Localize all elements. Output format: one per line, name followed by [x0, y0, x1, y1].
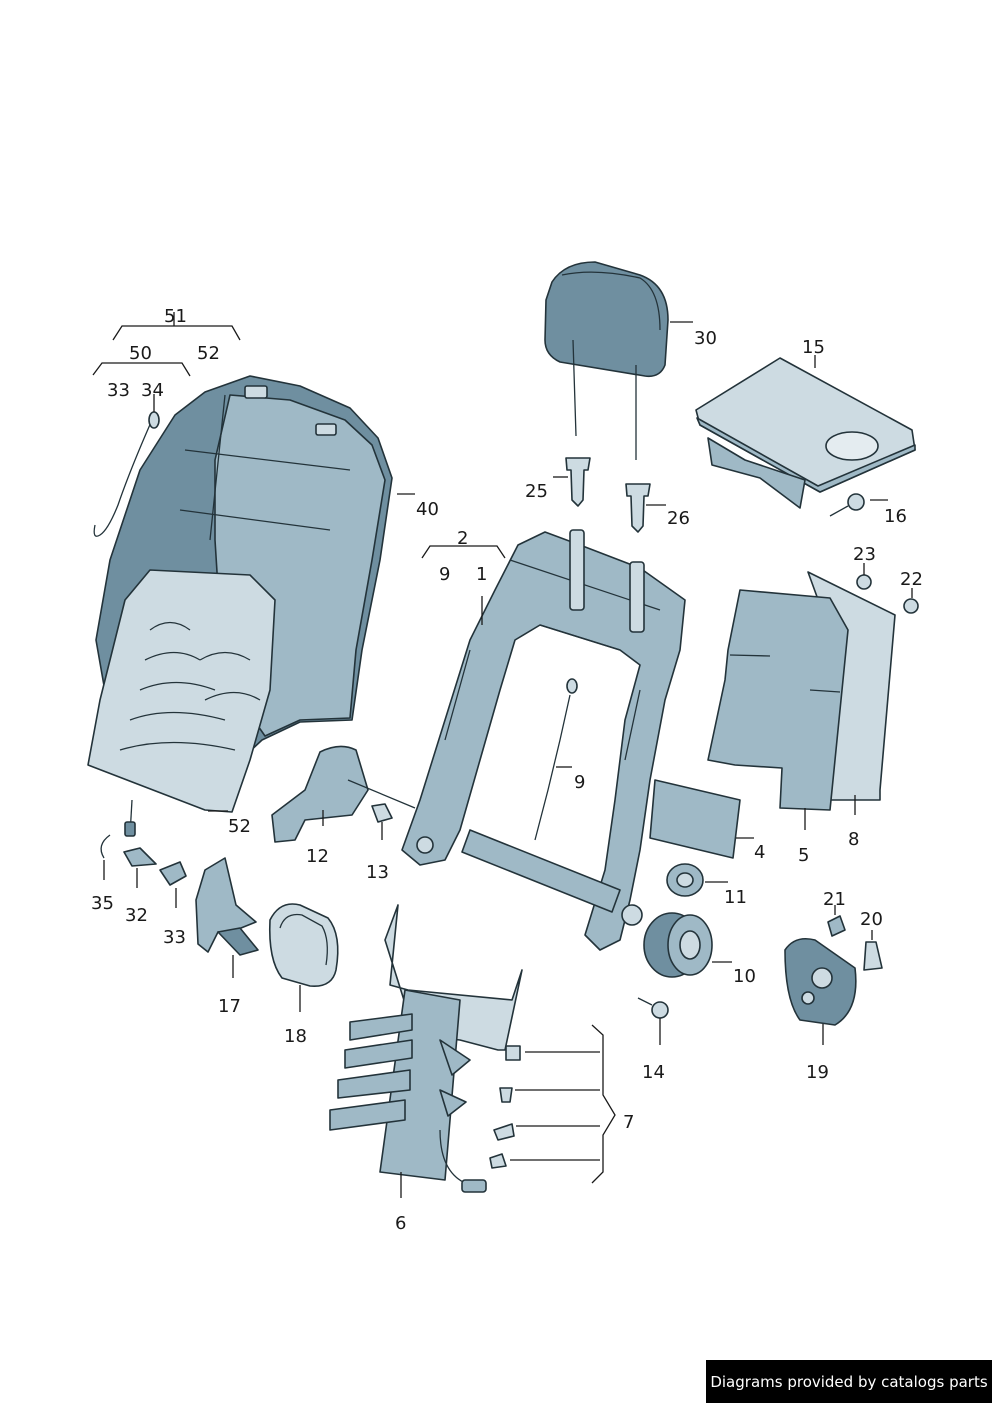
label-52-top: 52	[197, 343, 220, 364]
clip-part-33	[159, 861, 187, 886]
wire-part-34	[93, 411, 160, 537]
label-33-bottom: 33	[163, 927, 186, 948]
label-12: 12	[306, 846, 329, 867]
label-32: 32	[125, 905, 148, 926]
screw-part-16	[829, 493, 865, 517]
screw-part-13	[347, 779, 416, 823]
knob-part-10	[643, 912, 713, 978]
cable-part-9	[534, 678, 578, 841]
label-14: 14	[642, 1062, 665, 1083]
label-11: 11	[724, 887, 747, 908]
lumbar-mat-part-6	[329, 904, 523, 1193]
side-panel-part-15	[695, 357, 916, 509]
label-22: 22	[900, 569, 923, 590]
label-5: 5	[798, 845, 809, 866]
screw-part-14	[637, 997, 669, 1019]
label-9-top: 9	[439, 564, 450, 585]
label-33-top: 33	[107, 380, 130, 401]
label-52-bottom: 52	[228, 816, 251, 837]
headrest-part-30	[544, 261, 669, 460]
label-17: 17	[218, 996, 241, 1017]
label-40: 40	[416, 499, 439, 520]
label-35: 35	[91, 893, 114, 914]
label-13: 13	[366, 862, 389, 883]
rear-panel-part-5	[707, 589, 849, 811]
fasteners-part-7	[489, 1045, 521, 1169]
ring-part-18	[268, 903, 339, 987]
clip-part-21	[827, 915, 846, 937]
clip-part-23	[856, 574, 872, 590]
backrest-padding-part-52	[87, 569, 276, 837]
trim-part-12	[271, 745, 369, 843]
cover-part-19	[784, 937, 857, 1026]
label-23: 23	[853, 544, 876, 565]
label-2: 2	[457, 528, 468, 549]
label-20: 20	[860, 909, 883, 930]
label-21: 21	[823, 889, 846, 910]
label-6: 6	[395, 1213, 406, 1234]
label-1: 1	[476, 564, 487, 585]
label-15: 15	[802, 337, 825, 358]
clip-part-35	[100, 834, 111, 859]
credit-banner: Diagrams provided by catalogs parts	[706, 1360, 992, 1403]
label-18: 18	[284, 1026, 307, 1047]
label-7: 7	[623, 1112, 634, 1133]
knob-part-20	[863, 941, 883, 971]
label-19: 19	[806, 1062, 829, 1083]
foil-part-4	[649, 779, 741, 859]
clip-part-22	[903, 598, 919, 614]
label-30: 30	[694, 328, 717, 349]
label-25: 25	[525, 481, 548, 502]
bushing-part-11	[666, 863, 704, 897]
label-4: 4	[754, 842, 765, 863]
clip-part-32	[123, 847, 157, 867]
bracket-part-17	[195, 857, 259, 956]
headrest-guide-part-25	[565, 457, 591, 507]
callout-labels: 51 50 52 33 34 30 15 25 26 16 40 2 9 1 2…	[91, 306, 923, 1234]
backrest-frame-part-1	[401, 529, 686, 951]
label-10: 10	[733, 966, 756, 987]
label-51: 51	[164, 306, 187, 327]
leader-lines	[92, 312, 913, 1198]
headrest-guide-part-26	[625, 483, 651, 533]
label-50: 50	[129, 343, 152, 364]
label-34: 34	[141, 380, 164, 401]
label-8: 8	[848, 829, 859, 850]
label-26: 26	[667, 508, 690, 529]
label-9-mid: 9	[574, 772, 585, 793]
label-16: 16	[884, 506, 907, 527]
